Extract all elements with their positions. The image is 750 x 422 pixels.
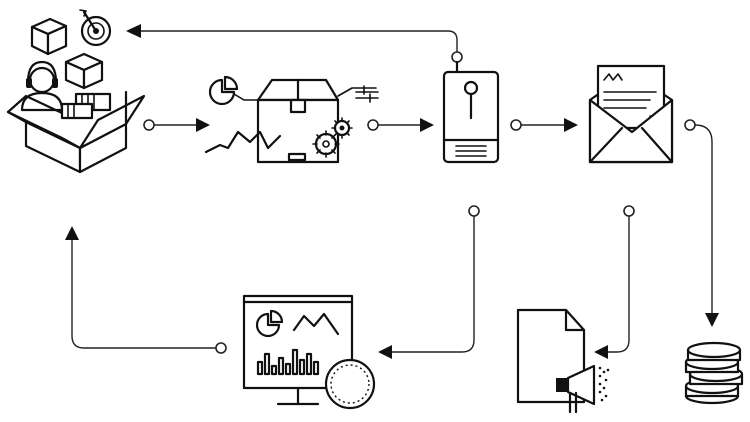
connector-to-presentation: [378, 205, 480, 359]
document-megaphone-icon: [516, 308, 610, 414]
device-tag-icon: [442, 60, 500, 164]
connector-envelope-to-coins: [684, 119, 719, 327]
coins-stack-icon: [684, 341, 744, 405]
packages-support-box-icon: [6, 9, 146, 174]
connector-device-to-envelope: [510, 118, 578, 132]
connector-package-to-device: [367, 118, 434, 132]
presentation-board-icon: [242, 294, 376, 410]
connector-top-return: [126, 24, 463, 63]
connector-box-to-package: [143, 118, 210, 132]
connector-presentation-return: [65, 226, 227, 354]
package-analytics-icon: [204, 75, 379, 164]
connector-to-document: [594, 205, 635, 359]
envelope-letter-icon: [588, 64, 674, 164]
